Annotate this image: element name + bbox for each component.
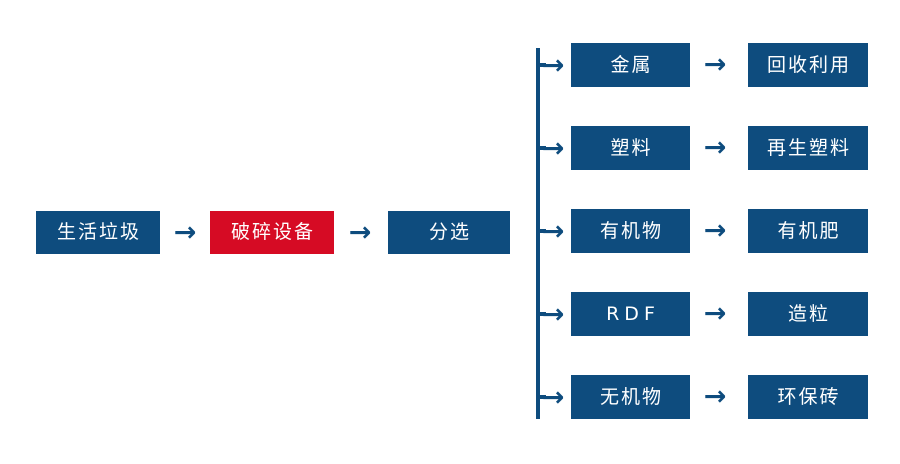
branch-stub-organic <box>536 229 546 233</box>
node-fraction-organic[interactable]: 有机物 <box>571 209 690 253</box>
branch-stub-metal <box>536 63 546 67</box>
node-product-recycled-plastic[interactable]: 再生塑料 <box>748 126 868 170</box>
branch-stub-plastic <box>536 146 546 150</box>
node-fraction-rdf[interactable]: RDF <box>571 292 690 336</box>
arrow-trunk-to-rdf: → <box>541 299 565 330</box>
node-crusher[interactable]: 破碎设备 <box>210 211 334 254</box>
arrow-crusher-to-sorting: → <box>348 217 372 248</box>
node-product-recycling[interactable]: 回收利用 <box>748 43 868 87</box>
node-sorting[interactable]: 分选 <box>388 211 510 254</box>
arrow-inorganic-to-product: → <box>703 381 727 412</box>
node-fraction-metal[interactable]: 金属 <box>571 43 690 87</box>
arrow-rdf-to-product: → <box>703 298 727 329</box>
arrow-input-to-crusher: → <box>173 217 197 248</box>
node-product-pelletizing[interactable]: 造粒 <box>748 292 868 336</box>
arrow-organic-to-product: → <box>703 215 727 246</box>
node-input[interactable]: 生活垃圾 <box>36 211 160 254</box>
branch-trunk-line <box>536 48 540 419</box>
node-fraction-inorganic[interactable]: 无机物 <box>571 375 690 419</box>
node-product-organic-fertilizer[interactable]: 有机肥 <box>748 209 868 253</box>
branch-stub-rdf <box>536 312 546 316</box>
branch-stub-inorganic <box>536 395 546 399</box>
node-fraction-plastic[interactable]: 塑料 <box>571 126 690 170</box>
arrow-trunk-to-plastic: → <box>541 133 565 164</box>
node-product-eco-brick[interactable]: 环保砖 <box>748 375 868 419</box>
arrow-trunk-to-organic: → <box>541 216 565 247</box>
arrow-trunk-to-metal: → <box>541 50 565 81</box>
arrow-plastic-to-product: → <box>703 132 727 163</box>
arrow-trunk-to-inorganic: → <box>541 382 565 413</box>
arrow-metal-to-product: → <box>703 49 727 80</box>
